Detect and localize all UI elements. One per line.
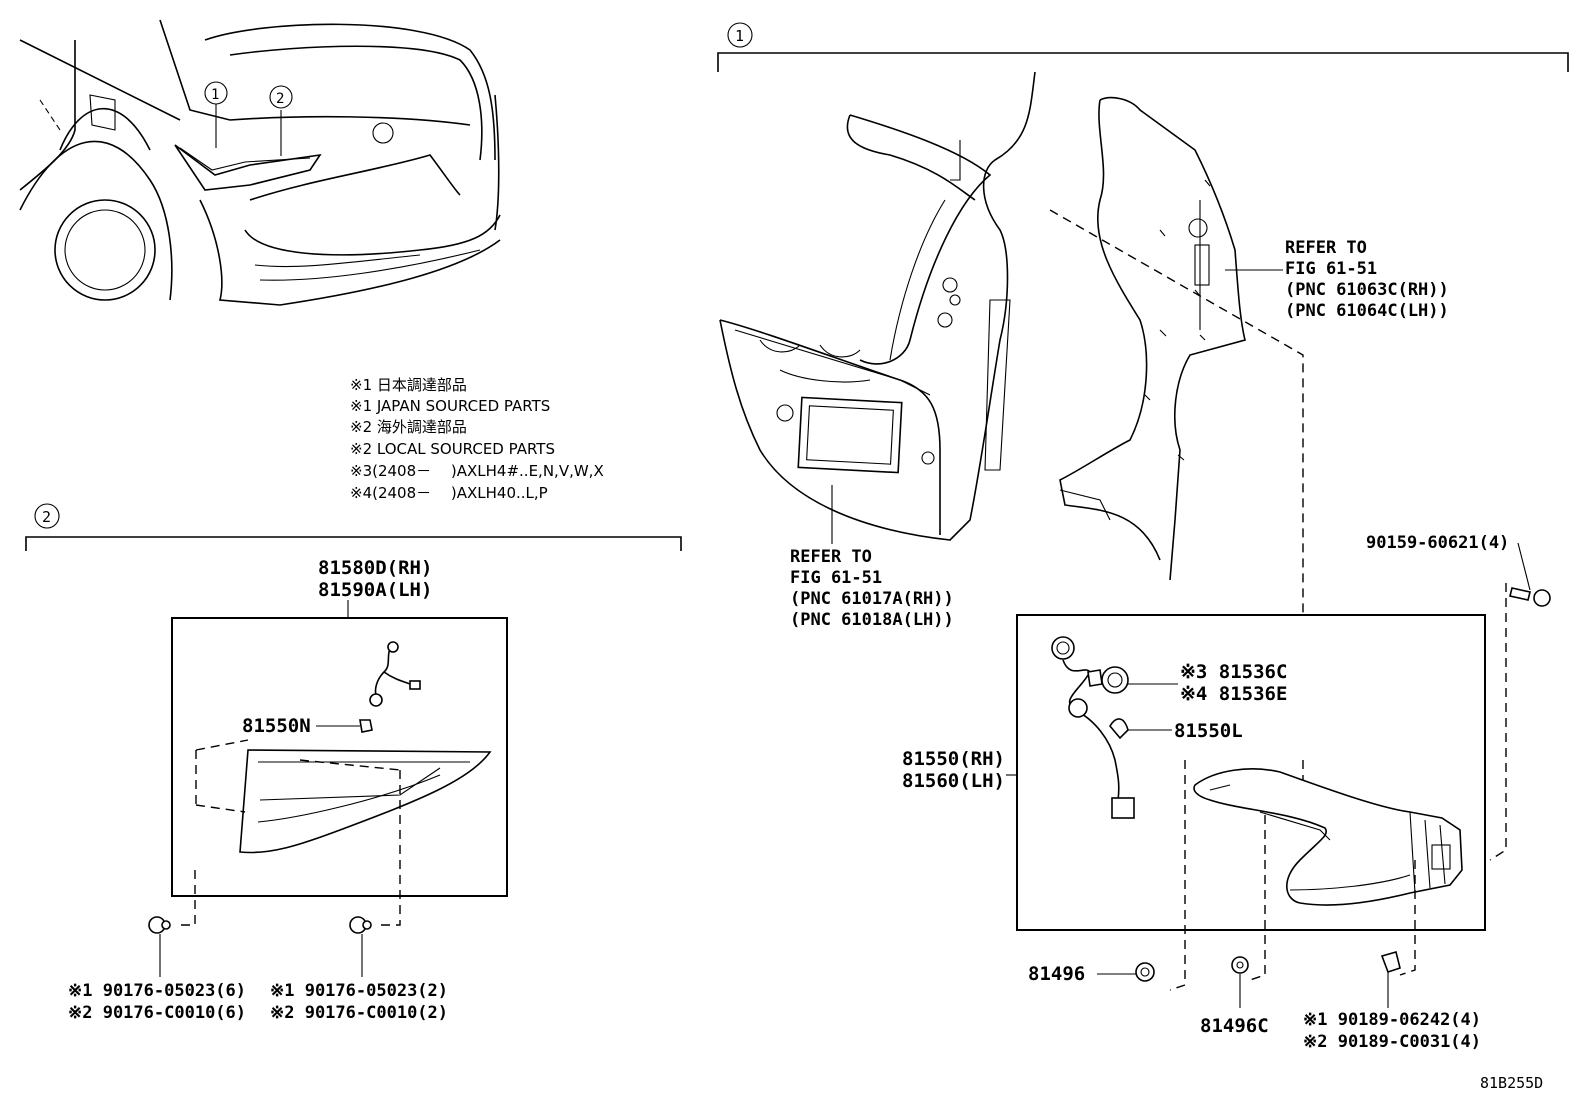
g1-bolt-label: 90159-60621(4) bbox=[1366, 533, 1509, 553]
figure-code: 81B255D bbox=[1480, 1074, 1543, 1092]
g2-screw-left bbox=[148, 916, 171, 977]
notes-block: ※1 日本調達部品 ※1 JAPAN SOURCED PARTS ※2 海外調達… bbox=[350, 376, 604, 502]
g1-socket-part bbox=[1101, 666, 1178, 694]
note-4: ※2 LOCAL SOURCED PARTS bbox=[350, 440, 555, 458]
g2-screw-a-1: ※1 90176-05023(6) bbox=[68, 981, 246, 1001]
note-2: ※1 JAPAN SOURCED PARTS bbox=[350, 397, 550, 415]
vehicle-callout-2: 2 bbox=[276, 91, 284, 107]
g1-ref-b-line3: (PNC 61017A(RH)) bbox=[790, 589, 954, 609]
note-1: ※1 日本調達部品 bbox=[350, 376, 467, 394]
g1-ref-a-line4: (PNC 61064C(LH)) bbox=[1285, 301, 1449, 321]
g2-socket-wire bbox=[369, 641, 421, 707]
note-3: ※2 海外調達部品 bbox=[350, 418, 467, 436]
g1-ref-a-line2: FIG 61-51 bbox=[1285, 259, 1377, 279]
vehicle-rear-illustration bbox=[19, 19, 501, 306]
g1-bulb-label: 81550L bbox=[1174, 720, 1243, 742]
g1-ref-a-line3: (PNC 61063C(RH)) bbox=[1285, 280, 1449, 300]
g1-body-panel bbox=[719, 71, 1036, 541]
g1-grommet bbox=[1135, 962, 1155, 982]
group-2-bracket bbox=[25, 503, 682, 551]
g2-assy-lh: 81590A(LH) bbox=[318, 579, 432, 601]
g1-ref-a-line1: REFER TO bbox=[1285, 238, 1367, 258]
g1-cushion-label: 81496C bbox=[1200, 1015, 1269, 1037]
group-1-callout: 1 bbox=[735, 27, 744, 45]
g1-socket-wire bbox=[1051, 636, 1135, 819]
g1-clip bbox=[1380, 951, 1401, 1008]
note-6: ※4(2408－ )AXLH40..L,P bbox=[350, 484, 548, 502]
g1-assy-lh: 81560(LH) bbox=[902, 770, 1005, 792]
g1-socket-4: ※4 81536E bbox=[1180, 683, 1287, 705]
g2-assy-rh: 81580D(RH) bbox=[318, 557, 432, 579]
g1-clip-2: ※2 90189-C0031(4) bbox=[1303, 1032, 1481, 1052]
g1-clip-1: ※1 90189-06242(4) bbox=[1303, 1010, 1481, 1030]
g2-screw-right bbox=[349, 916, 372, 977]
g1-assy-rh: 81550(RH) bbox=[902, 748, 1005, 770]
g1-cushion bbox=[1231, 956, 1249, 1008]
g2-bulb bbox=[359, 719, 373, 733]
g2-screw-b-2: ※2 90176-C0010(2) bbox=[270, 1003, 448, 1023]
g2-screw-b-1: ※1 90176-05023(2) bbox=[270, 981, 448, 1001]
g2-bulb-label: 81550N bbox=[242, 715, 311, 737]
g1-pillar-panel bbox=[1059, 96, 1246, 581]
group-2-callout: 2 bbox=[42, 508, 51, 526]
g1-bolt bbox=[1509, 587, 1551, 607]
g1-lamp-housing bbox=[1193, 768, 1463, 906]
g1-socket-3: ※3 81536C bbox=[1180, 661, 1287, 683]
g2-lens bbox=[176, 739, 492, 926]
group-1-bracket bbox=[717, 22, 1569, 72]
g1-ref-b-line4: (PNC 61018A(LH)) bbox=[790, 610, 954, 630]
g1-assy-box bbox=[1016, 614, 1486, 931]
g2-screw-a-2: ※2 90176-C0010(6) bbox=[68, 1003, 246, 1023]
g1-ref-b-line2: FIG 61-51 bbox=[790, 568, 882, 588]
note-5: ※3(2408－ )AXLH4#..E,N,V,W,X bbox=[350, 462, 604, 480]
g1-bulb bbox=[1109, 718, 1172, 740]
g1-ref-b-line1: REFER TO bbox=[790, 547, 872, 567]
g2-assy-box bbox=[171, 617, 508, 897]
g1-grommet-label: 81496 bbox=[1028, 963, 1085, 985]
vehicle-callout-1: 1 bbox=[211, 87, 219, 103]
